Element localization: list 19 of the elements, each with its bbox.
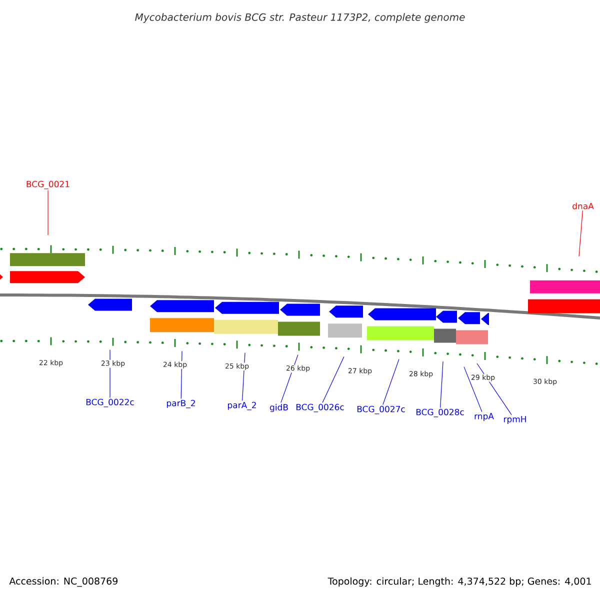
gene-label: rpmH <box>504 416 526 424</box>
gene-label: BCG_0028c <box>416 408 464 418</box>
gene-label: parA_2 <box>228 402 256 410</box>
leader-line <box>464 366 482 412</box>
gene-label: BCG_0026c <box>296 404 344 412</box>
title: Mycobacterium bovis BCG str. Pasteur 1173P2, complete genome <box>135 13 465 23</box>
leader-line <box>382 358 400 405</box>
gene-label: BCG_0027c <box>357 406 405 414</box>
gene-label: dnaA <box>572 202 594 210</box>
gene-label: BCG_0022c <box>86 398 134 408</box>
gene-label: BCG_0021 <box>26 180 70 190</box>
gene-label: parB_2 <box>166 400 195 408</box>
genome-summary: Topology: circular; Length: 4,374,522 bp; Genes: 4,001 <box>328 577 591 587</box>
leader-line <box>578 210 583 257</box>
leader-line <box>322 356 344 403</box>
leader-line <box>440 361 444 408</box>
gene-label: rnpA <box>474 413 494 421</box>
accession-text: Accession: NC_008769 <box>9 577 118 587</box>
gene-label: gidB <box>270 404 288 412</box>
